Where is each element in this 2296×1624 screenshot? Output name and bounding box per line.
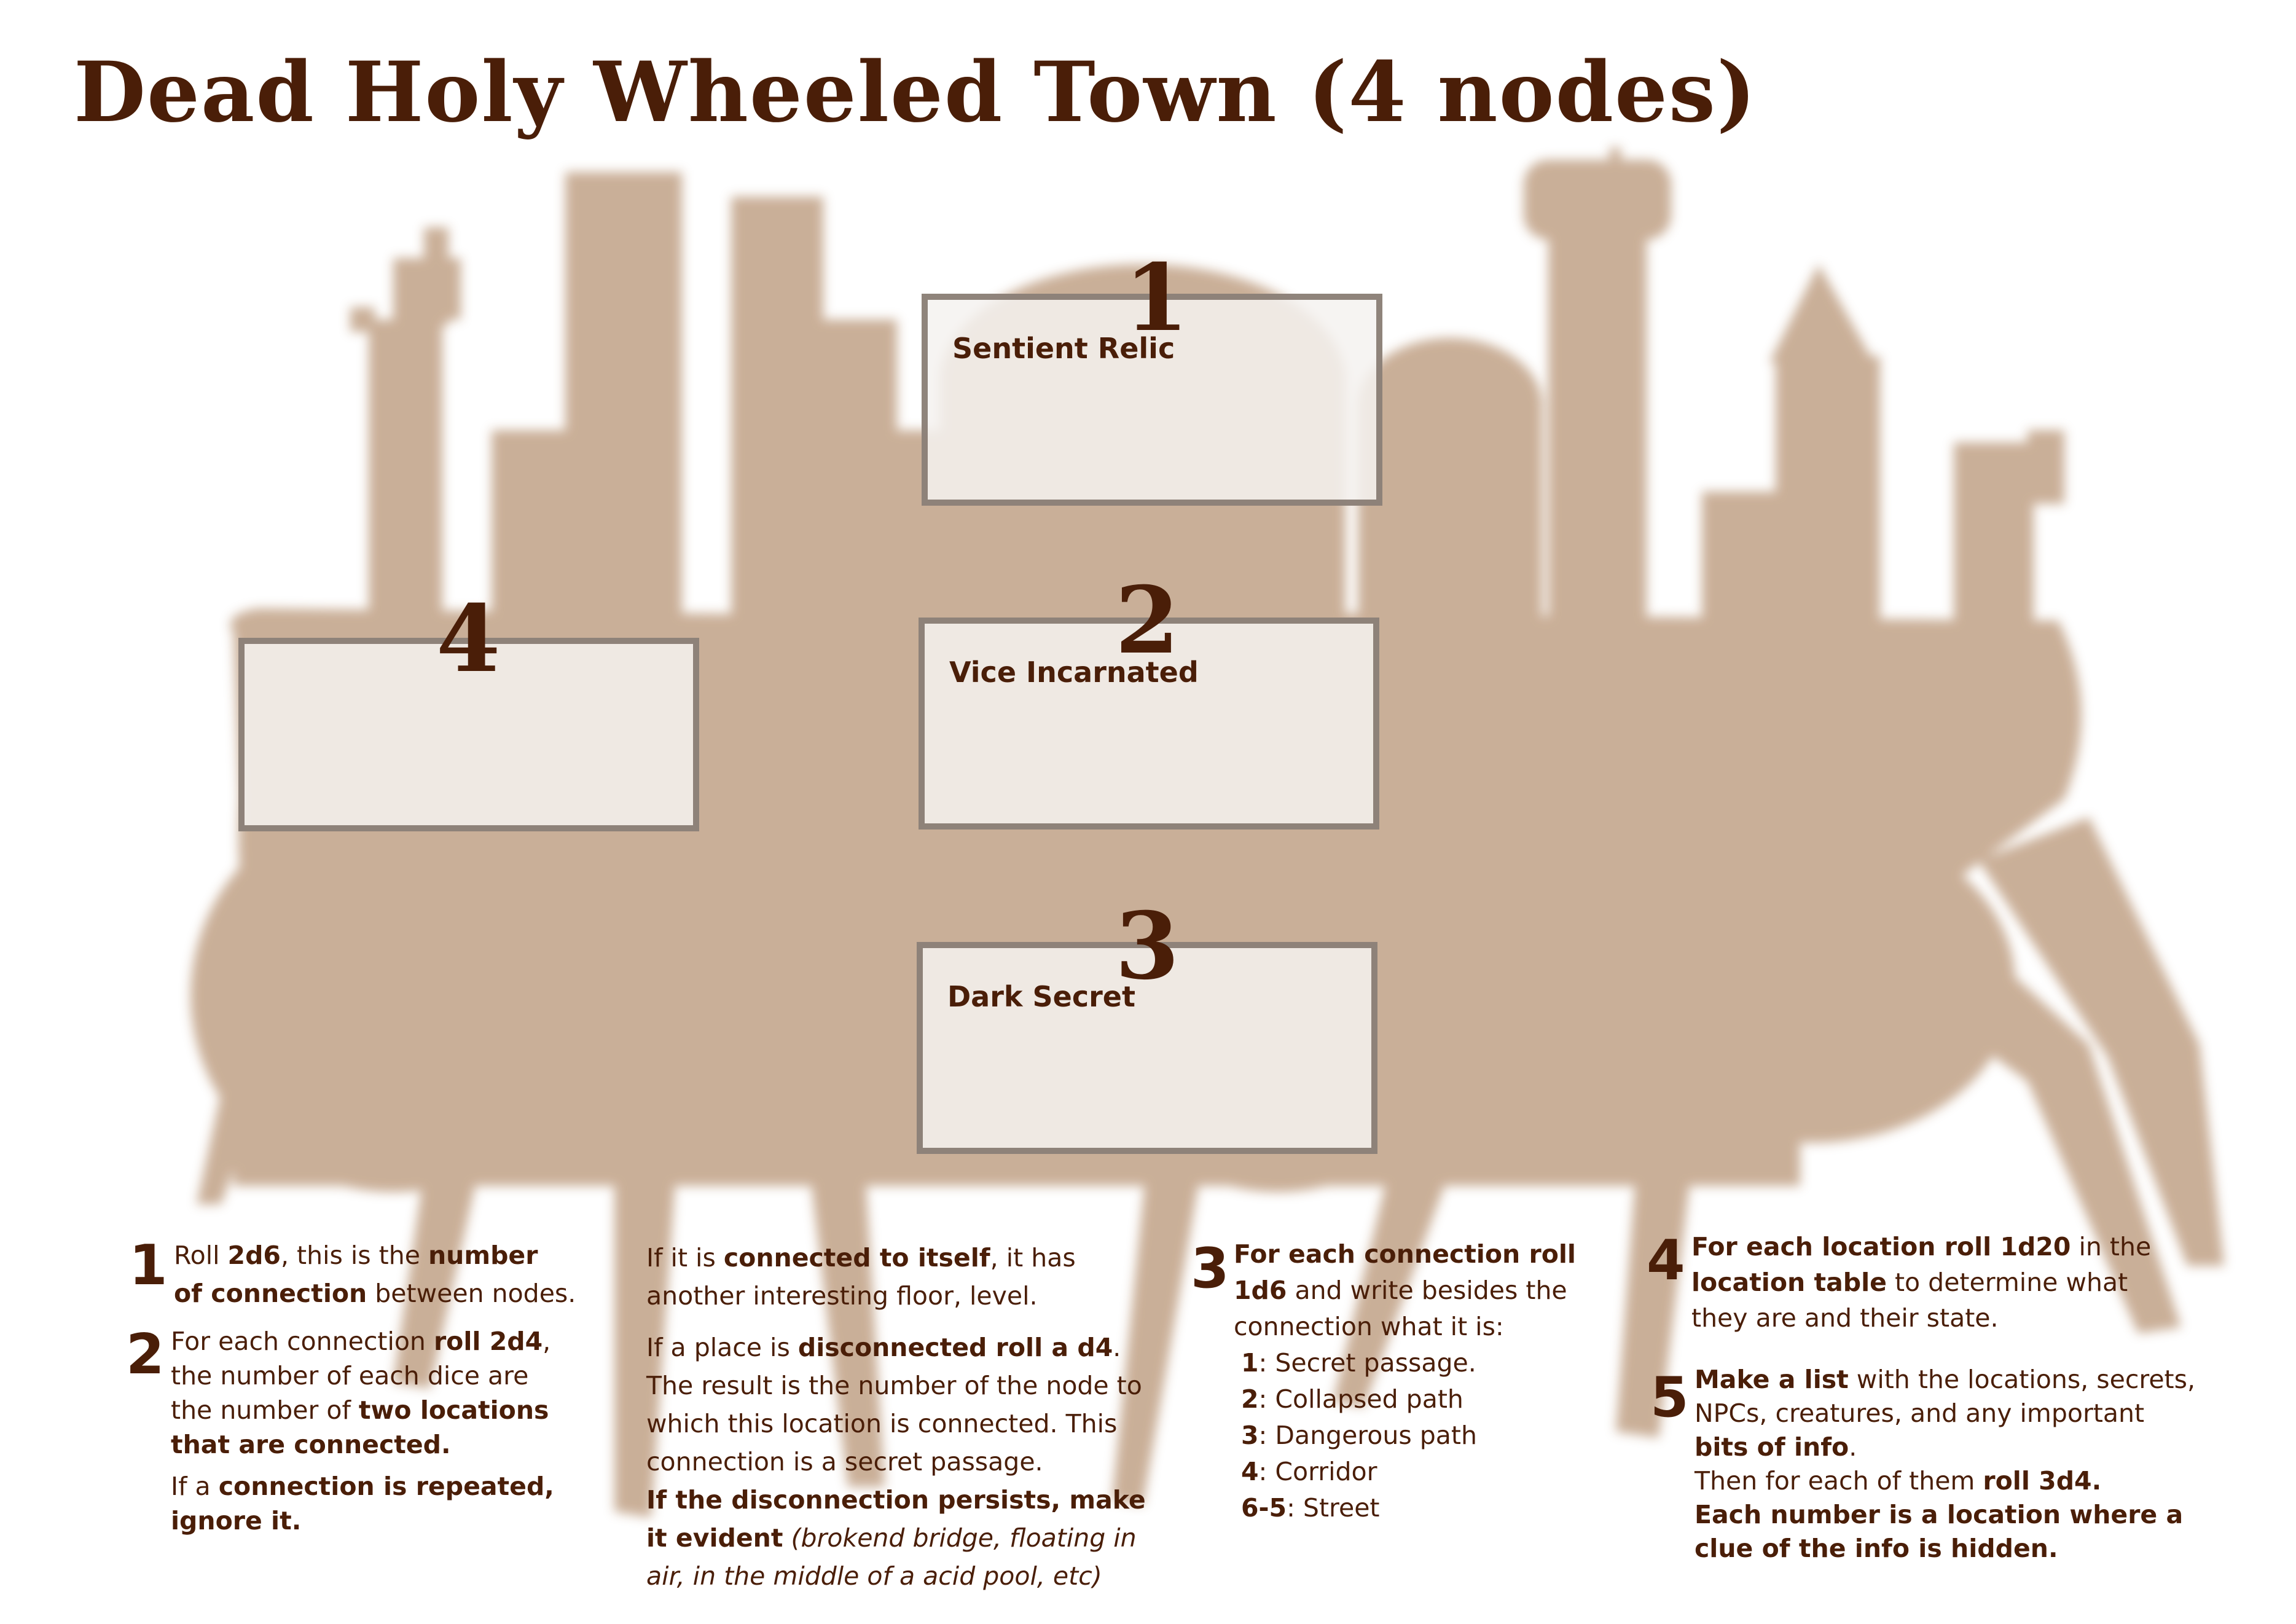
step-3-line-2: 1d6 and write besides the [1234,1276,1567,1305]
mid-line-8: it evident (brokend bridge, floating in [646,1523,1137,1553]
mid-line-4: The result is the number of the node to [646,1371,1142,1400]
step-5-line-5: Each number is a location where a [1695,1500,2184,1529]
step-4-line-1: For each location roll 1d20 in the [1691,1232,2152,1261]
node-label-1: Sentient Relic [952,332,1175,365]
step-number-1: 1 [129,1233,168,1298]
step-4-line-2: location table to determine what [1691,1268,2128,1297]
step-5-line-4: Then for each of them roll 3d4. [1695,1466,2102,1496]
connection-item-2: 2: Collapsed path [1241,1384,1463,1414]
step-5-line-2: NPCs, creatures, and any important [1695,1398,2145,1428]
step-number-5: 5 [1650,1365,1689,1430]
step-2-line-1: For each connection roll 2d4, [171,1327,551,1356]
connection-item-4: 4: Corridor [1241,1457,1377,1486]
node-box-1: Sentient Relic [922,294,1382,506]
step-2-line-3: the number of two locations [171,1395,549,1425]
step-2-line-6: ignore it. [171,1506,302,1536]
step-2-line-2: the number of each dice are [171,1361,529,1391]
node-label-2: Vice Incarnated [949,656,1199,689]
step-2-text: For each connection roll 2d4, the number… [171,1324,554,1538]
mid-line-9: air, in the middle of a acid pool, etc) [646,1561,1102,1591]
connection-item-3: 3: Dangerous path [1241,1421,1477,1450]
node-number-1: 1 [1124,244,1189,352]
mid-line-5: which this location is connected. This [646,1409,1118,1438]
connection-item-5: 6-5: Street [1241,1493,1380,1523]
step-number-3: 3 [1191,1236,1229,1301]
step-3-line-1: For each connection roll [1234,1239,1576,1269]
step-5-line-6: clue of the info is hidden. [1695,1534,2058,1563]
node-box-3: Dark Secret [917,942,1377,1154]
step-4-text: For each location roll 1d20 in the locat… [1691,1229,2151,1336]
step-4-line-3: they are and their state. [1691,1303,1999,1333]
node-number-4: 4 [436,585,501,693]
node-number-2: 2 [1115,567,1180,675]
mid-line-3: If a place is disconnected roll a d4. [646,1333,1121,1362]
node-number-3: 3 [1115,892,1180,1000]
step-5-line-1: Make a list with the locations, secrets, [1695,1365,2196,1394]
step-number-2: 2 [126,1322,165,1387]
node-box-2: Vice Incarnated [919,618,1379,830]
step-2-line-5: If a connection is repeated, [171,1472,554,1501]
mid-line-7: If the disconnection persists, make [646,1485,1146,1515]
step-3-text: For each connection roll 1d6 and write b… [1234,1236,1576,1526]
mid-line-2: another interesting floor, level. [646,1281,1038,1311]
node-box-4 [238,638,699,831]
step-5-line-3: bits of info. [1695,1432,1857,1462]
step-1-line-2: of connection between nodes. [174,1279,576,1308]
mid-line-1: If it is connected to itself, it has [646,1243,1076,1273]
step-5-text: Make a list with the locations, secrets,… [1695,1363,2195,1566]
node-label-3: Dark Secret [947,980,1135,1013]
page-title: Dead Holy Wheeled Town (4 nodes) [74,43,1757,141]
step-3-line-3: connection what it is: [1234,1312,1504,1341]
step-number-4: 4 [1647,1228,1685,1293]
step-1-line-1: Roll 2d6, this is the number [174,1241,538,1270]
mid-line-6: connection is a secret passage. [646,1447,1043,1477]
step-1-text: Roll 2d6, this is the number of connecti… [174,1236,576,1312]
connection-item-1: 1: Secret passage. [1241,1348,1476,1378]
step-2-line-4: that are connected. [171,1430,451,1459]
disconnection-text: If it is connected to itself, it has ano… [646,1239,1146,1595]
